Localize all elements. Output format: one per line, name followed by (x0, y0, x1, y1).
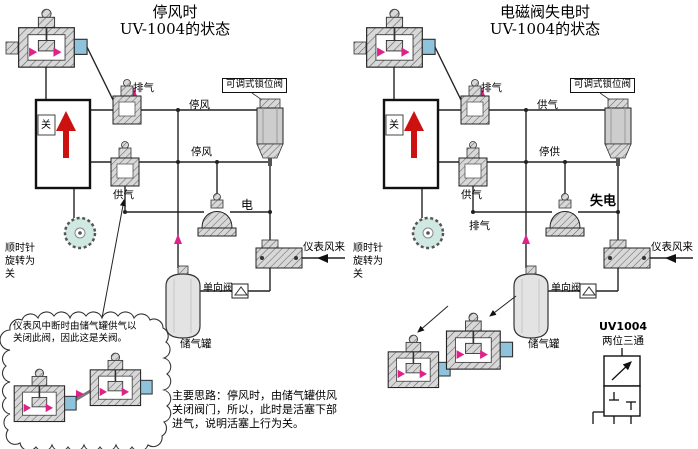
right-title-line2: UV-1004的状态 (489, 20, 601, 38)
left-title-line2: UV-1004的状态 (119, 20, 231, 38)
left-pipe-top-label: 停风 (189, 99, 210, 111)
right-lock-valve-label: 可调式锁位阀 (570, 78, 636, 93)
left-lock-valve-label: 可调式锁位阀 (222, 78, 288, 93)
right-exhaust-top-label: 排气 (481, 82, 502, 94)
left-instrument-air-label: 仪表风来 (303, 241, 345, 253)
left-supply-label: 供气 (113, 189, 134, 201)
uv1004-symbol (592, 348, 641, 424)
right-pipe-top-label: 供气 (537, 99, 558, 111)
right-extras (387, 295, 641, 424)
right-rotation-note: 顺时针旋转为关 (353, 243, 383, 280)
right-supply-label: 供气 (461, 189, 482, 201)
left-air-tank-label: 储气罐 (180, 338, 212, 350)
right-check-valve-label: 单向阀 (551, 283, 581, 294)
left-rotation-note: 顺时针旋转为关 (5, 243, 35, 280)
right-title-line1: 电磁阀失电时 (499, 3, 590, 21)
left-closed-label: 关 (41, 120, 51, 131)
right-uv-type-label: 两位三通 (602, 335, 644, 347)
left-exhaust-label: 排气 (133, 82, 154, 94)
left-schematic (6, 9, 345, 338)
right-instrument-air-label: 仪表风来 (651, 241, 693, 253)
right-power-loss-label: 失电 (590, 194, 617, 209)
left-check-valve-label: 单向阀 (203, 283, 233, 294)
left-title-line1: 停风时 (152, 3, 198, 21)
right-exhaust-mid-label: 排气 (469, 220, 490, 232)
left-solenoid-label: 电 (241, 198, 254, 212)
right-schematic (354, 9, 693, 338)
right-uv-model-label: UV1004 (598, 320, 648, 333)
right-closed-label: 关 (389, 120, 399, 131)
left-main-note: 主要思路：停风时，由储气罐供风关闭阀门，所以，此时是活塞下部进气，说明活塞上行为… (172, 389, 337, 430)
right-pipe-mid-label: 停供 (539, 146, 560, 158)
right-air-tank-label: 储气罐 (528, 338, 560, 350)
left-pipe-mid-label: 停风 (191, 146, 212, 158)
left-cloud-note: 仪表风中断时由储气罐供气以关闭此阀，因此这是关阀。 (13, 321, 137, 344)
left-cloud-callout (0, 199, 172, 449)
